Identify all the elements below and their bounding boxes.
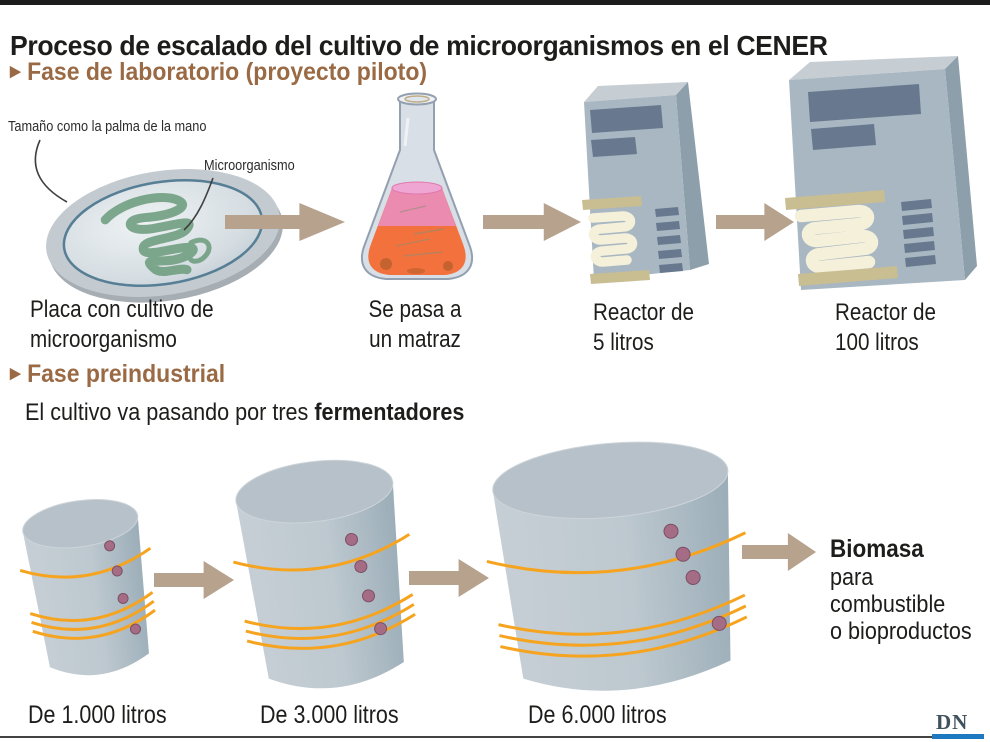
leader-line-organism [183,177,214,231]
caption-fermenter-1000l: De 1.000 litros [28,701,167,729]
reactor-100l-illustration [785,56,977,290]
intro-text: El cultivo va pasando por tres [25,399,315,426]
caption-reactor-100l: Reactor de 100 litros [835,299,936,356]
output-lines: para combustible o bioproductos [830,564,972,645]
footer-rule [0,736,933,738]
fermenter-rivets [104,540,141,635]
arrow-right-icon [716,203,794,241]
triangle-bullet-icon: ▶ [10,365,21,382]
arrow-right-icon [225,203,345,241]
caption-flask: Se pasa a un matraz [368,296,462,353]
reactor-buttons [901,199,936,267]
section-header-preindustrial: ▶ Fase preindustrial [10,360,225,389]
dn-logo-underline [932,734,984,739]
arrow-right-icon [742,533,816,571]
caption-fermenter-6000l: De 6.000 litros [528,701,667,729]
top-rule [0,0,990,5]
reactor-buttons [655,207,683,273]
petri-size-label: Tamaño como la palma de la mano [8,118,207,135]
caption-fermenter-3000l: De 3.000 litros [260,701,399,729]
triangle-bullet-icon: ▶ [10,63,21,80]
output-title: Biomasa [830,535,924,563]
section-header-lab: ▶ Fase de laboratorio (proyecto piloto) [10,58,427,87]
output-block: Biomasa para combustible o bioproductos [830,534,972,645]
intro-bold: fermentadores [314,399,465,426]
petri-dish-illustration [34,139,283,303]
fermenter-rivets [663,523,727,631]
fermenter-rings [232,533,416,650]
arrow-right-icon [154,561,234,599]
fermenter-rings [19,546,156,640]
flask-illustration [360,92,474,280]
reactor-5l-illustration [582,82,709,284]
reactor-coil [588,211,638,267]
section-header-lab-label: Fase de laboratorio (proyecto piloto) [27,58,428,86]
caption-petri: Placa con cultivo de microorganismo [30,296,214,353]
dn-logo: DN [936,710,969,734]
arrow-right-icon [409,559,489,597]
arrow-right-icon [483,203,581,241]
section-header-preindustrial-label: Fase preindustrial [27,360,226,388]
reactor-screen [590,105,663,133]
caption-reactor-5l: Reactor de 5 litros [593,299,694,356]
page-title: Proceso de escalado del cultivo de micro… [10,29,828,61]
fermenter-rivets [345,532,388,636]
fermenter-6000l-illustration [486,441,748,691]
reactor-screen [808,84,921,122]
fermenter-rings [486,531,748,658]
petri-organism-label: Microorganismo [204,157,295,174]
leader-line-size [34,139,68,203]
petri-dish [46,169,283,303]
fermenter-1000l-illustration [19,499,156,676]
fermenter-3000l-illustration [232,459,416,689]
microorganism-squiggle [100,193,212,276]
preindustrial-intro: El cultivo va pasando por tres fermentad… [25,399,464,427]
reactor-coil [794,204,879,274]
